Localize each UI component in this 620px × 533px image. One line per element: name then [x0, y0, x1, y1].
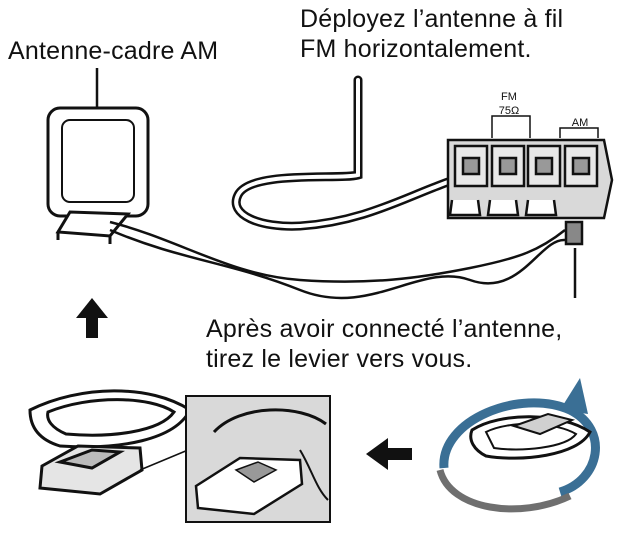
fm-terminal-label: FM: [501, 91, 517, 103]
arrow-left-icon: [366, 438, 412, 470]
inset-callout-line: [139, 449, 189, 471]
fm-instruction-line-2: FM horizontalement.: [300, 35, 532, 63]
inset-detail-box: [185, 395, 331, 523]
assembled-loop-with-stand: [28, 389, 192, 496]
fm-antenna-instruction: Déployez l’antenne à fil FM horizontalem…: [300, 4, 563, 64]
lever-instruction-line-2: tirez le levier vers vous.: [206, 345, 473, 373]
stand-rotation-illustration: [436, 378, 600, 513]
am-loop-antenna: [46, 106, 150, 244]
rotate-arrow-icon: [560, 378, 588, 414]
fm-ohm-label: 75Ω: [499, 105, 519, 117]
am-terminal-label: AM: [572, 117, 589, 129]
lever-instruction-line-1: Après avoir connecté l’antenne,: [206, 315, 563, 343]
arrow-up-icon: [76, 298, 108, 338]
terminal-brackets: [491, 115, 599, 138]
lever-instruction: Après avoir connecté l’antenne, tirez le…: [206, 314, 562, 374]
am-twisted-cable: [109, 220, 566, 300]
am-loop-antenna-label: Antenne-cadre AM: [8, 37, 219, 65]
antenna-terminal-block: [446, 138, 614, 246]
fm-instruction-line-1: Déployez l’antenne à fil: [300, 5, 564, 33]
